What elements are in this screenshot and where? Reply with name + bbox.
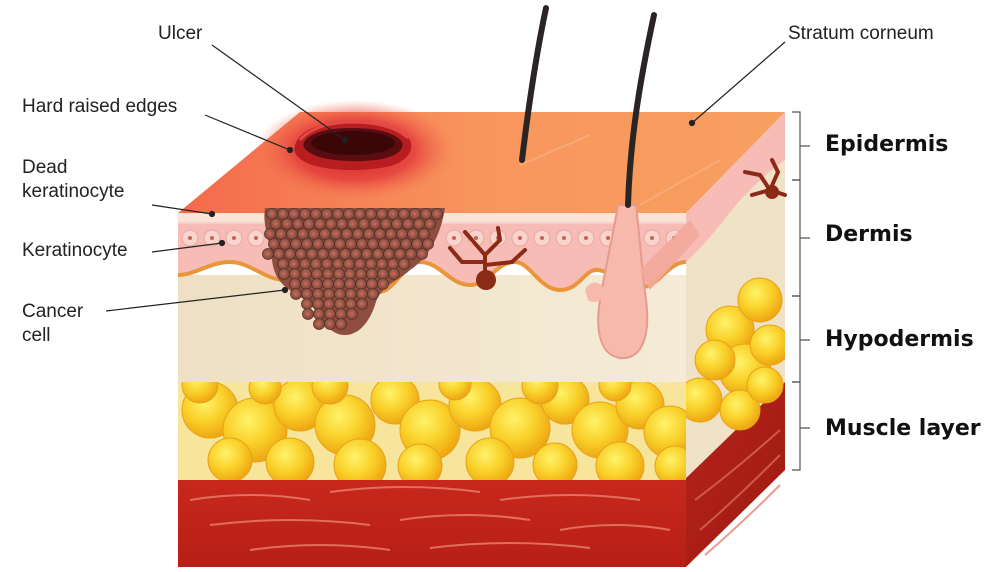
epidermis-surface xyxy=(178,100,785,222)
label-hard-raised-edges: Hard raised edges xyxy=(22,95,177,118)
layer-brackets xyxy=(792,112,810,470)
label-stratum-corneum: Stratum corneum xyxy=(788,22,934,45)
label-dead-keratinocyte-2: keratinocyte xyxy=(22,180,124,203)
label-epidermis: Epidermis xyxy=(825,132,948,158)
ulcer-crater xyxy=(294,122,411,170)
label-dead-keratinocyte-1: Dead xyxy=(22,156,67,179)
label-dermis: Dermis xyxy=(825,222,913,248)
label-hypodermis: Hypodermis xyxy=(825,327,974,353)
label-ulcer: Ulcer xyxy=(158,22,202,45)
label-keratinocyte: Keratinocyte xyxy=(22,239,128,262)
label-muscle-layer: Muscle layer xyxy=(825,416,981,442)
label-cancer-cell-2: cell xyxy=(22,324,51,347)
label-cancer-cell-1: Cancer xyxy=(22,300,83,323)
